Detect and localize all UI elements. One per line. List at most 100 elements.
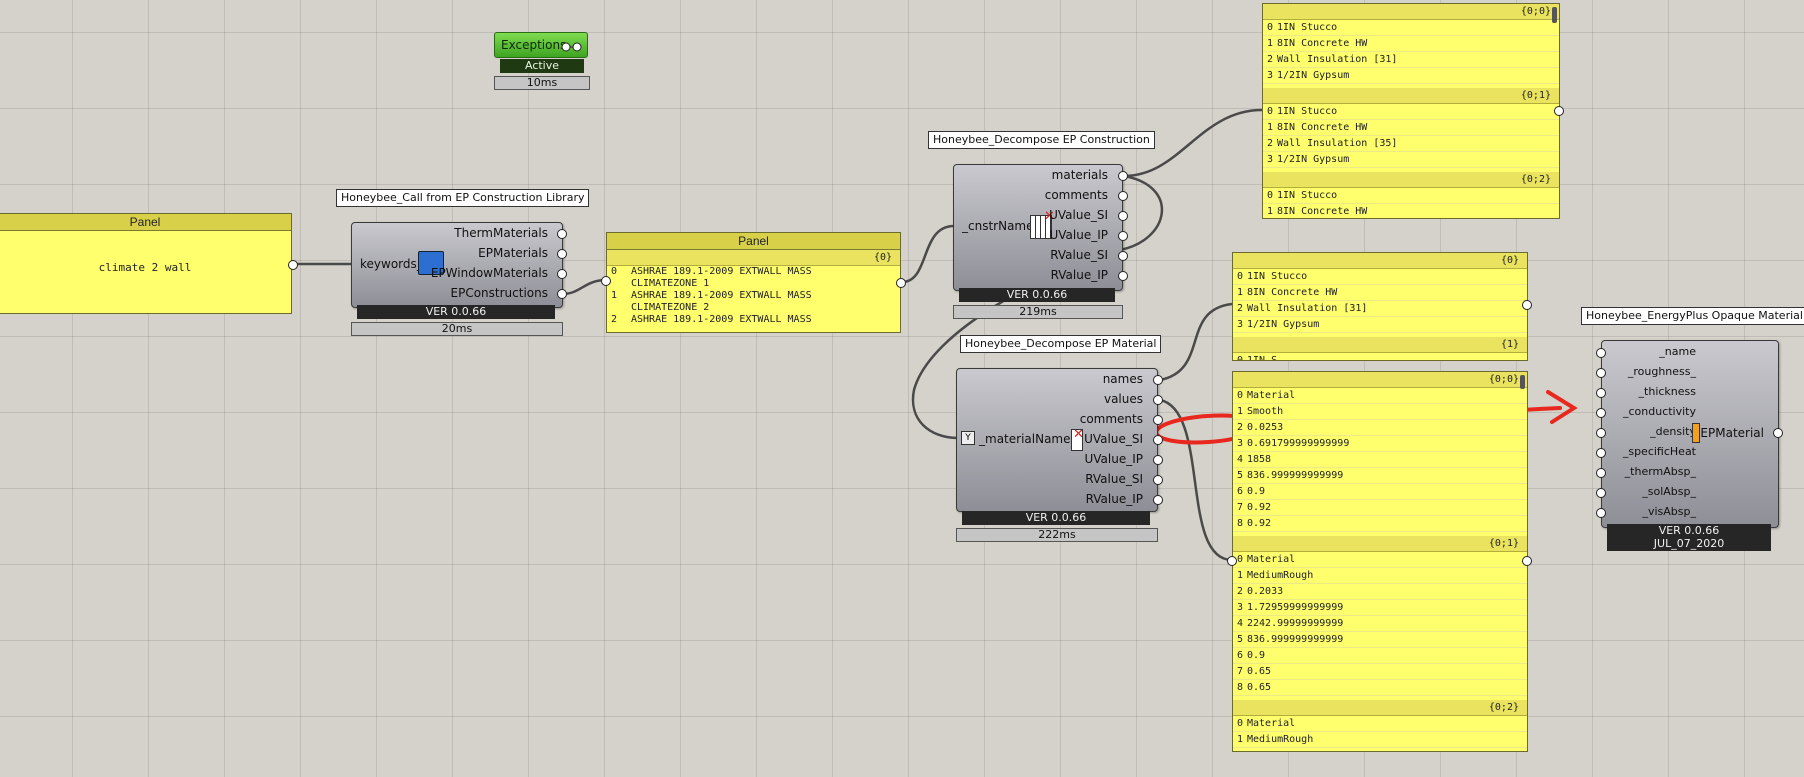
error-x-icon: ✕	[1073, 427, 1084, 442]
thickness-input[interactable]: _thickness	[1638, 385, 1696, 398]
rvalue-si-output[interactable]: RValue_SI	[1085, 472, 1143, 486]
rvalue-ip-output-grip[interactable]	[1153, 495, 1163, 505]
row-index: 5	[1237, 634, 1244, 645]
epmaterial-output[interactable]: EPMaterial	[1700, 426, 1764, 440]
rvalue-si-output[interactable]: RValue_SI	[1050, 248, 1108, 262]
values-output-grip[interactable]	[1153, 395, 1163, 405]
density-input-grip[interactable]	[1596, 428, 1606, 438]
comments-output[interactable]: comments	[1079, 412, 1143, 426]
row-text: CLIMATEZONE 2	[631, 302, 710, 313]
row-text: Wall Insulation [31]	[1247, 303, 1368, 314]
conductivity-input-grip[interactable]	[1596, 408, 1606, 418]
specificheat-input[interactable]: _specificHeat	[1622, 445, 1696, 458]
call-lib-grip-1[interactable]	[557, 249, 567, 259]
thermabsp-input-grip[interactable]	[1596, 468, 1606, 478]
scrollbar[interactable]	[1520, 375, 1525, 389]
comments-output-grip[interactable]	[1118, 191, 1128, 201]
uvalue-ip-output-grip[interactable]	[1118, 231, 1128, 241]
visabsp-input-grip[interactable]	[1596, 508, 1606, 518]
uvalue-si-output[interactable]: UValue_SI	[1049, 208, 1108, 222]
name-input-grip[interactable]	[1596, 348, 1606, 358]
branch-path: {0;1}	[1233, 536, 1527, 552]
visabsp-input[interactable]: _visAbsp_	[1642, 505, 1696, 518]
ep-constructions-output[interactable]: EPConstructions	[450, 286, 548, 300]
name-input[interactable]: _name	[1659, 345, 1696, 358]
panel-climate-input[interactable]: Panel climate 2 wall	[0, 213, 292, 314]
therm-materials-output[interactable]: ThermMaterials	[454, 226, 548, 240]
row-index: 4	[1237, 454, 1244, 465]
materials-output[interactable]: materials	[1051, 168, 1108, 182]
panel-materials-tree-output-grip[interactable]	[1554, 106, 1564, 116]
specificheat-input-grip[interactable]	[1596, 448, 1606, 458]
panel-values-input-grip[interactable]	[1227, 556, 1237, 566]
names-output[interactable]: names	[1102, 372, 1143, 386]
epmaterial-output-grip[interactable]	[1773, 428, 1783, 438]
uvalue-ip-output[interactable]: UValue_IP	[1084, 452, 1143, 466]
panel-climate-output-grip[interactable]	[288, 260, 298, 270]
uvalue-si-output-grip[interactable]	[1153, 435, 1163, 445]
uvalue-si-output-grip[interactable]	[1118, 211, 1128, 221]
call-lib-component[interactable]: keywords_ ThermMaterials EPMaterials EPW…	[351, 222, 563, 308]
ep-materials-output[interactable]: EPMaterials	[478, 246, 548, 260]
density-input[interactable]: _density	[1650, 425, 1696, 438]
panel-values-output-grip[interactable]	[1522, 556, 1532, 566]
panel-names-output-grip[interactable]	[1522, 300, 1532, 310]
uvalue-ip-output-grip[interactable]	[1153, 455, 1163, 465]
rvalue-si-output-grip[interactable]	[1118, 251, 1128, 261]
row-text: CLIMATEZONE 1	[631, 278, 710, 289]
materials-output-grip[interactable]	[1118, 171, 1128, 181]
conductivity-input[interactable]: _conductivity	[1622, 405, 1696, 418]
rvalue-ip-output-grip[interactable]	[1118, 271, 1128, 281]
decompose-construction-version: VER 0.0.66	[959, 288, 1115, 302]
rvalue-ip-output[interactable]: RValue_IP	[1085, 492, 1143, 506]
comments-output[interactable]: comments	[1044, 188, 1108, 202]
panel-constructions-input-grip[interactable]	[601, 276, 611, 286]
row-index: 7	[1237, 666, 1244, 677]
exceptions-component[interactable]: Exceptions	[494, 32, 592, 60]
uvalue-si-output[interactable]: UValue_SI	[1084, 432, 1143, 446]
comments-output-grip[interactable]	[1153, 415, 1163, 425]
thickness-input-grip[interactable]	[1596, 388, 1606, 398]
call-lib-grip-0[interactable]	[557, 229, 567, 239]
thermabsp-input[interactable]: _thermAbsp_	[1624, 465, 1696, 478]
uvalue-ip-output[interactable]: UValue_IP	[1049, 228, 1108, 242]
names-output-grip[interactable]	[1153, 375, 1163, 385]
keywords-input[interactable]: keywords_	[360, 257, 423, 271]
group-separator	[1233, 532, 1527, 536]
solabsp-input-grip[interactable]	[1596, 488, 1606, 498]
rvalue-ip-output[interactable]: RValue_IP	[1050, 268, 1108, 282]
ep-window-materials-output[interactable]: EPWindowMaterials	[430, 266, 548, 280]
opaque-material-component[interactable]: _name _roughness_ _thickness _conductivity _…	[1596, 340, 1779, 528]
row-text: ASHRAE 189.1-2009 EXTWALL MASS	[631, 290, 812, 301]
rvalue-si-output-grip[interactable]	[1153, 475, 1163, 485]
row-index: 2	[1237, 303, 1244, 314]
values-output[interactable]: values	[1103, 392, 1143, 406]
exceptions-button[interactable]: Exceptions	[494, 32, 588, 58]
scrollbar[interactable]	[1552, 7, 1557, 23]
call-lib-grip-2[interactable]	[557, 269, 567, 279]
solabsp-input[interactable]: _solAbsp_	[1642, 485, 1696, 498]
roughness-input[interactable]: _roughness_	[1627, 365, 1696, 378]
materialname-input[interactable]: _materialName	[979, 432, 1071, 446]
call-lib-grip-3[interactable]	[557, 289, 567, 299]
decompose-material-time: 222ms	[956, 528, 1158, 542]
panel-constructions-output-grip[interactable]	[896, 278, 906, 288]
row-text: 1IN Stucco	[1247, 271, 1308, 282]
group-separator	[1263, 84, 1559, 88]
row-index: 2	[611, 314, 618, 325]
cnstrname-input[interactable]: _cnstrName	[962, 219, 1034, 233]
roughness-input-grip[interactable]	[1596, 368, 1606, 378]
row-text: 0.0253	[1247, 422, 1284, 433]
